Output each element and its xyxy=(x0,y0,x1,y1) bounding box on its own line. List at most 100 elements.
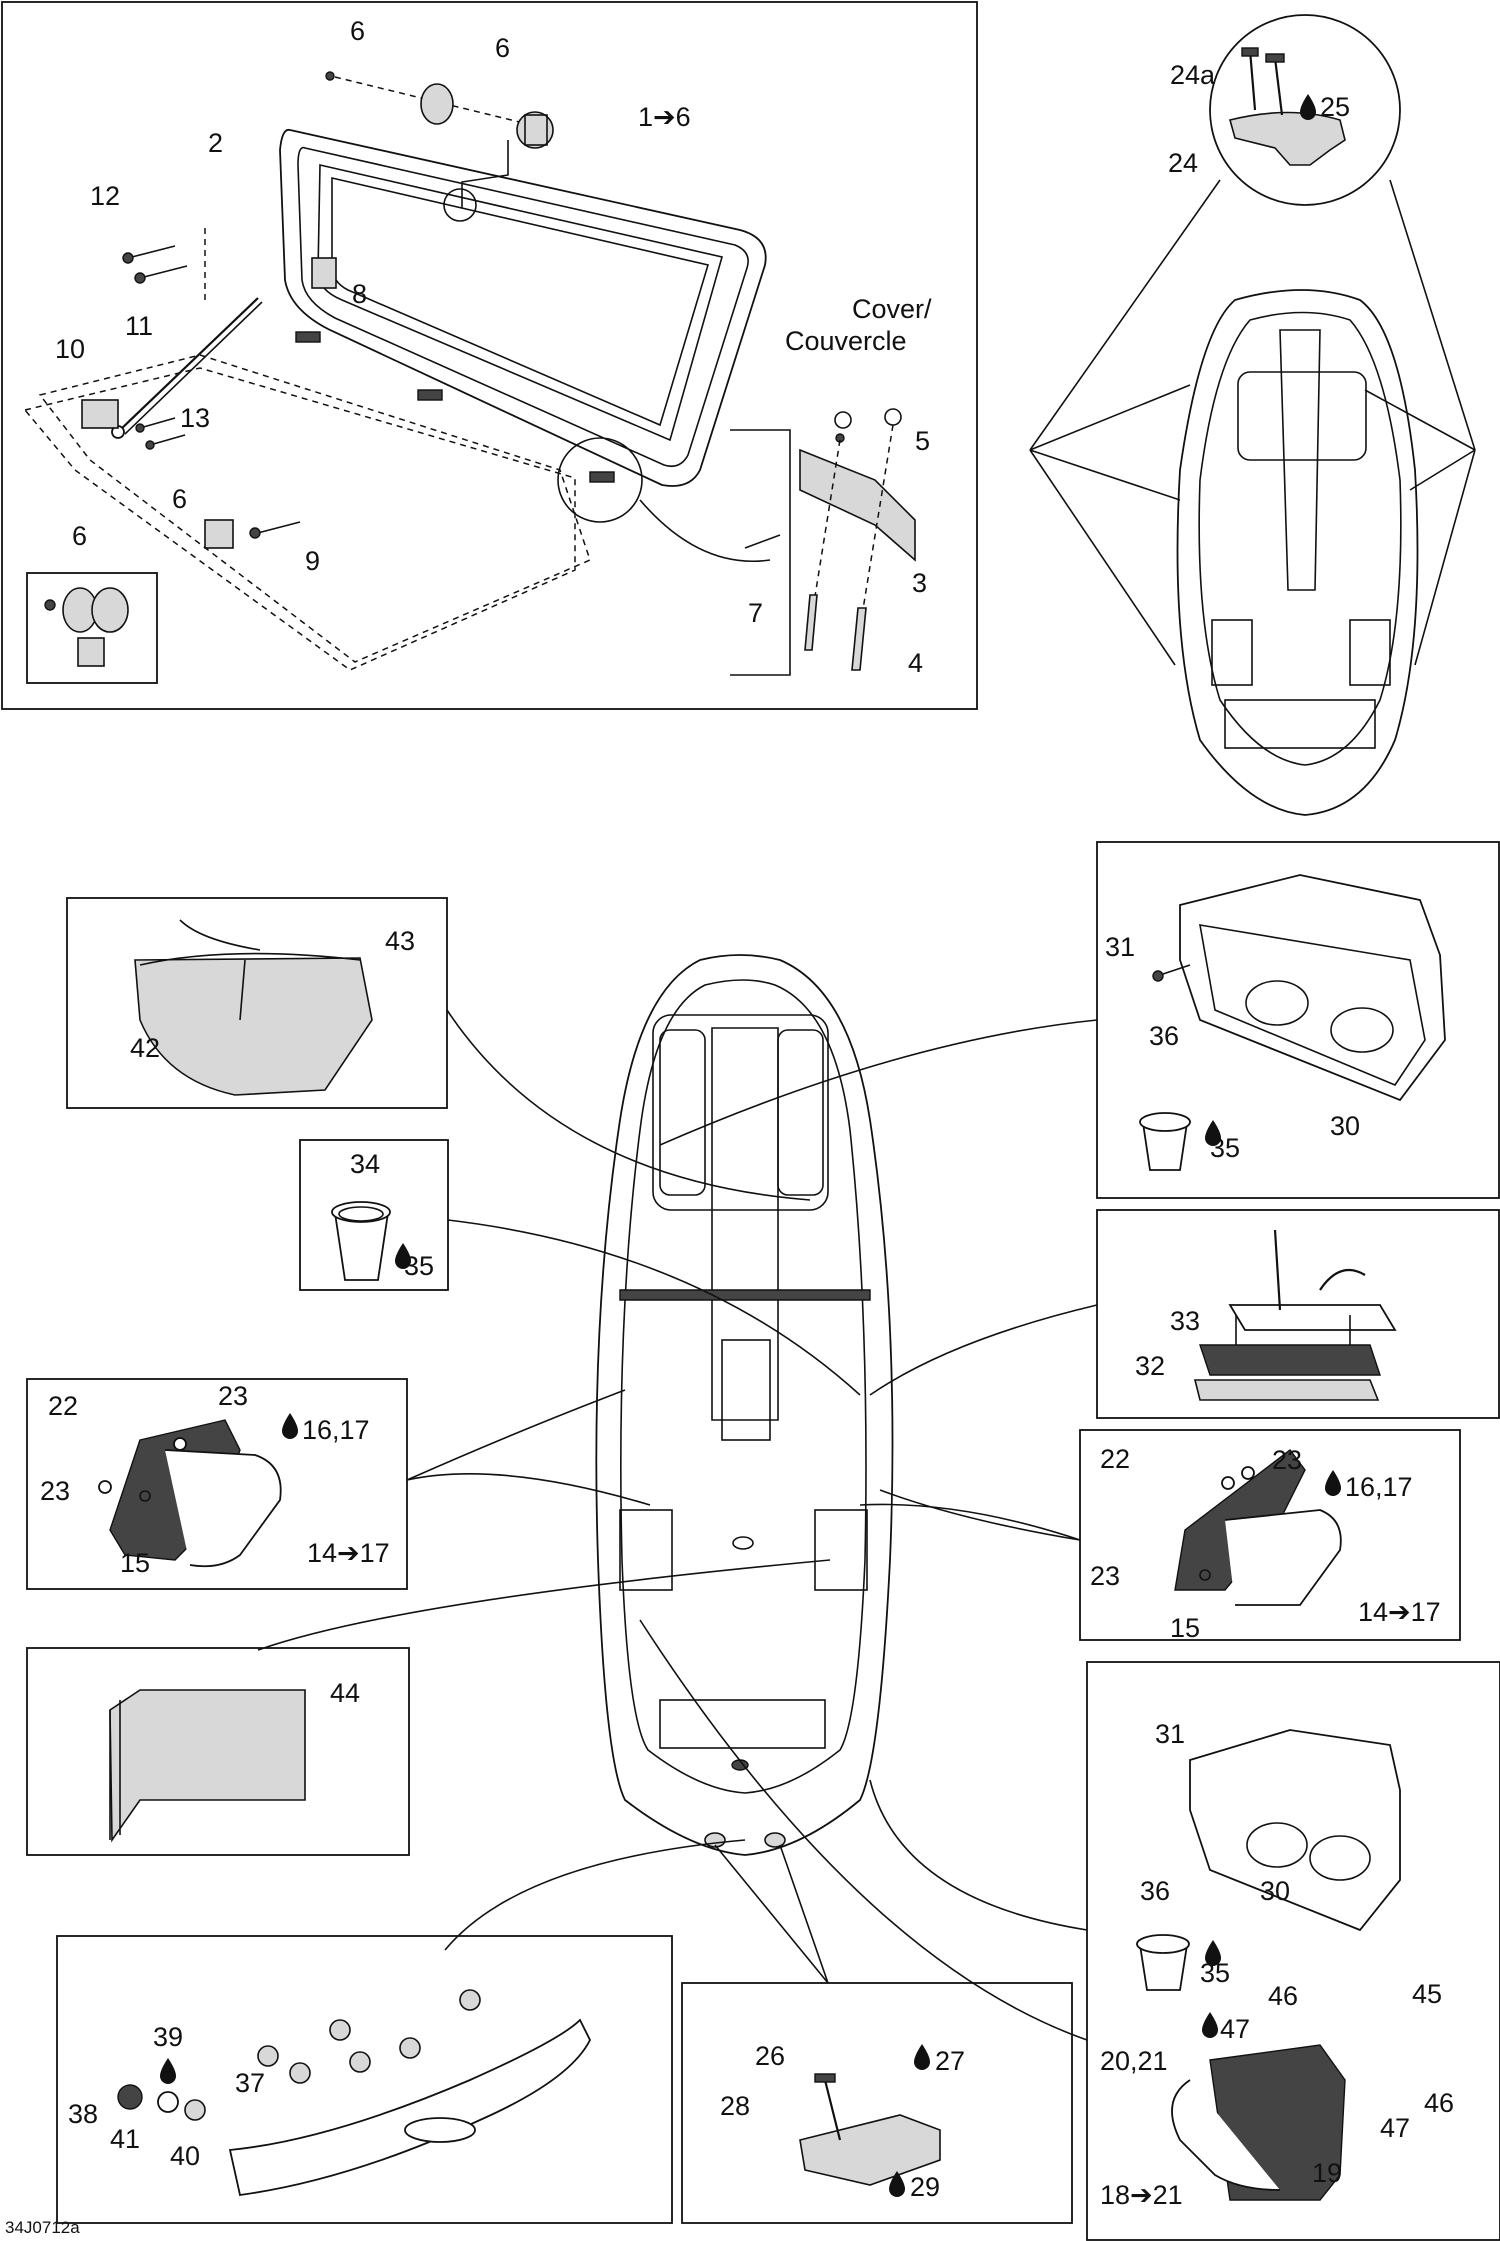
callout-label: 46 xyxy=(1268,1981,1298,2011)
panel-glovebox-bottom xyxy=(1086,1661,1500,2241)
callout-label: 31 xyxy=(1105,932,1135,962)
panel-cup-holder xyxy=(299,1139,449,1291)
callout-label: 23 xyxy=(218,1381,248,1411)
detail-circle-cover xyxy=(557,437,643,523)
hinge-bracket xyxy=(81,399,119,429)
callout-label: 25 xyxy=(1320,92,1350,122)
callout-label: 45 xyxy=(1412,1979,1442,2009)
screws-12 xyxy=(122,228,206,300)
callout-label: 44 xyxy=(330,1678,360,1708)
callout-label: 36 xyxy=(1140,1876,1170,1906)
callout-label: 10 xyxy=(55,334,85,364)
latch-assembly-top xyxy=(325,71,554,208)
callout-label: 12 xyxy=(90,181,120,211)
callout-label: 34 xyxy=(350,1149,380,1179)
callout-label: 3 xyxy=(912,568,927,598)
callout-label: 7 xyxy=(748,598,763,628)
callout-label: 15 xyxy=(1170,1613,1200,1643)
hull-overview xyxy=(1029,14,1476,816)
callout-label: 42 xyxy=(130,1033,160,1063)
callout-label: 15 xyxy=(120,1548,150,1578)
cover-label-fr: Couvercle xyxy=(785,326,907,356)
callout-label: 33 xyxy=(1170,1306,1200,1336)
callout-label: 43 xyxy=(385,926,415,956)
callout-label: 22 xyxy=(48,1391,78,1421)
callout-label: 27 xyxy=(935,2046,965,2076)
panel-liner xyxy=(66,897,448,1109)
callout-label: 36 xyxy=(1149,1021,1179,1051)
diagram-id: 34J0712a xyxy=(5,2218,80,2237)
callout-label: 6 xyxy=(495,33,510,63)
drop-icon xyxy=(282,1413,298,1439)
callout-label: 37 xyxy=(235,2068,265,2098)
callout-label: 30 xyxy=(1260,1876,1290,1906)
callout-label: 39 xyxy=(153,2022,183,2052)
drop-icon xyxy=(1325,1470,1341,1496)
panel-carpet-44 xyxy=(26,1647,410,1856)
drop-icon xyxy=(1205,1940,1221,1966)
drop-icon xyxy=(1300,94,1316,120)
gas-strut xyxy=(119,297,259,431)
callout-label: 4 xyxy=(908,648,923,678)
callout-label: 29 xyxy=(910,2172,940,2202)
adhesive-drop-icons xyxy=(160,94,1341,2197)
cover-label: Cover/ xyxy=(852,294,932,324)
callout-label: 38 xyxy=(68,2099,98,2129)
callout-label: 23 xyxy=(1272,1445,1302,1475)
callout-label: 19 xyxy=(1312,2158,1342,2188)
bracket-6 xyxy=(204,519,234,549)
callout-label: 16,17 xyxy=(1345,1472,1413,1502)
callout-label: 14➔17 xyxy=(307,1538,390,1568)
drop-icon xyxy=(1202,2012,1218,2038)
callout-label: 47 xyxy=(1380,2113,1410,2143)
callout-label: 18➔21 xyxy=(1100,2180,1183,2210)
latch-bracket xyxy=(311,257,337,289)
drop-icon xyxy=(1205,1120,1221,1146)
callout-labels: 6 6 1➔6 2 12 8 11 10 13 6 9 6 5 3 7 4 24… xyxy=(5,16,1454,2237)
callout-label: 5 xyxy=(915,426,930,456)
hull-main xyxy=(595,954,894,1856)
panel-handle-right xyxy=(1079,1429,1461,1641)
callout-label: 26 xyxy=(755,2041,785,2071)
callout-label: 6 xyxy=(72,521,87,551)
callout-label: 11 xyxy=(125,311,153,341)
cleat xyxy=(1229,111,1346,166)
drop-icon xyxy=(889,2171,905,2197)
drop-icon xyxy=(914,2044,930,2070)
panel-rear-bar xyxy=(56,1935,673,2224)
callout-label: 6 xyxy=(350,16,365,46)
callout-label: 24 xyxy=(1168,148,1198,178)
callout-label: 1➔6 xyxy=(638,102,691,132)
drop-icon xyxy=(160,2058,176,2084)
panel-storage-cover xyxy=(1,1,978,710)
callout-label: 22 xyxy=(1100,1444,1130,1474)
panel-cleat-26 xyxy=(681,1982,1073,2224)
callout-label: 2 xyxy=(208,128,223,158)
callout-label: 23 xyxy=(40,1476,70,1506)
callout-label: 6 xyxy=(172,484,187,514)
panel-throttle-base xyxy=(1096,1209,1500,1419)
callout-label: 16,17 xyxy=(302,1415,370,1445)
cover-detail xyxy=(730,408,916,676)
callout-label: 32 xyxy=(1135,1351,1165,1381)
callout-label: 9 xyxy=(305,546,320,576)
callout-label: 13 xyxy=(180,403,210,433)
callout-label: 46 xyxy=(1424,2088,1454,2118)
callout-label: 47 xyxy=(1220,2014,1250,2044)
callout-label: 30 xyxy=(1330,1111,1360,1141)
callout-label: 14➔17 xyxy=(1358,1597,1441,1627)
callout-label: 8 xyxy=(352,279,367,309)
leader-lines xyxy=(257,1009,1098,2041)
callout-label: 20,21 xyxy=(1100,2046,1168,2076)
callout-label: 31 xyxy=(1155,1719,1185,1749)
panel-handle-left xyxy=(26,1378,408,1590)
storage-opening-outline-outer xyxy=(23,367,576,671)
callout-label: 23 xyxy=(1090,1561,1120,1591)
callout-label: 28 xyxy=(720,2091,750,2121)
callout-label: 41 xyxy=(110,2124,140,2154)
panel-glovebox-top xyxy=(1096,841,1500,1199)
callout-label: 24a xyxy=(1170,60,1216,90)
callout-label: 40 xyxy=(170,2141,200,2171)
